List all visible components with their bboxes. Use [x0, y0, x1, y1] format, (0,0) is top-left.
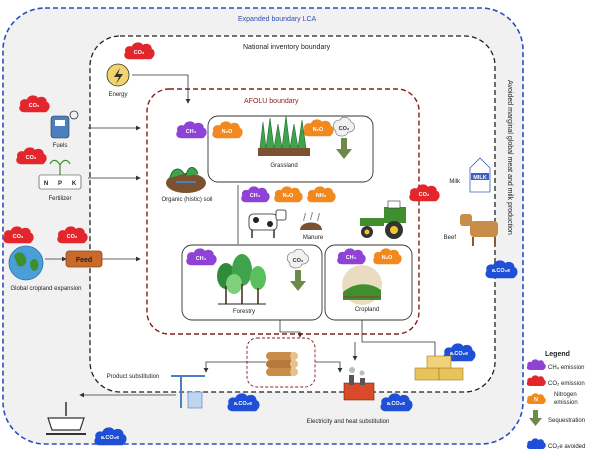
straw-bales-icon	[414, 355, 464, 381]
wood-to-power-arrow	[315, 361, 343, 373]
electricity-heat-label: Electricity and heat substitution	[307, 419, 390, 425]
cropland-label: Cropland	[355, 307, 379, 313]
co2-label: CO₂	[13, 234, 24, 240]
sequestration-icon-forestry: CO₂	[286, 248, 309, 291]
ch4-label: CH₄	[250, 193, 261, 199]
n2o-label: N₂O	[382, 255, 393, 261]
sequestration-icon-grassland: CO₂	[332, 116, 355, 159]
energy-icon	[106, 63, 130, 87]
co2-label: CO₂	[26, 155, 37, 161]
product-substitution-label: Product substitution	[107, 374, 160, 380]
co2-label: CO₂	[134, 50, 145, 56]
legend-ch4-swatch	[526, 359, 546, 370]
co2-label: CO₂	[67, 234, 78, 240]
milk-carton-label: MILK	[473, 175, 486, 181]
steel-beams-icon	[46, 402, 86, 435]
nh3-label: NH₃	[316, 193, 327, 199]
fertilizer-label: Fertilizer	[48, 196, 71, 202]
milk-icon	[469, 157, 491, 193]
cropland-icon	[342, 265, 382, 305]
ch4-label: CH₄	[186, 129, 197, 135]
beef-label: Beef	[444, 235, 457, 241]
energy-arrow	[132, 74, 191, 104]
legend-sequestration-swatch	[529, 410, 542, 426]
cow-icon	[248, 209, 287, 238]
afolu-boundary-label: AFOLU boundary	[244, 98, 299, 105]
tractor-icon	[360, 200, 406, 239]
power-plant-icon	[343, 367, 375, 401]
co2e-avoided-label: a.CO₂e	[492, 268, 510, 274]
legend-title: Legend	[545, 351, 570, 358]
co2e-avoided-label: a.CO₂e	[234, 401, 252, 407]
expanded-boundary-label: Expanded boundary LCA	[238, 16, 317, 23]
co2e-avoided-label: a.CO₂e	[450, 351, 468, 357]
fertilizer-letter-n: N	[44, 181, 48, 187]
cropland-to-straw-arrow	[361, 320, 438, 366]
forestry-label: Forestry	[233, 309, 255, 315]
ch4-label: CH₄	[346, 255, 357, 261]
feed-label: Feed	[76, 257, 92, 264]
organic-soil-icon	[166, 167, 206, 193]
legend-co2-swatch	[526, 375, 546, 386]
manure-label: Manure	[303, 235, 324, 241]
beef-cow-icon	[460, 214, 498, 246]
legend-nitrogen-swatch-label: N	[534, 397, 538, 403]
grassland-label: Grassland	[270, 163, 297, 169]
fuels-label: Fuels	[53, 143, 68, 149]
grassland-icon	[258, 115, 310, 156]
n2o-label: N₂O	[313, 127, 324, 133]
wood-to-products-arrow	[203, 361, 266, 373]
legend-co2e-avoided-label: CO₂e avoided	[548, 444, 585, 450]
co2-label: CO₂	[339, 126, 350, 132]
co2-label: CO₂	[293, 258, 304, 264]
milk-label: Milk	[449, 179, 461, 185]
forestry-to-wood-arrow	[279, 320, 303, 338]
globe-icon	[8, 245, 44, 281]
legend-sequestration-label: Sequestration	[548, 418, 585, 424]
forest-icon	[217, 254, 266, 305]
legend-co2-label: CO₂ emission	[548, 381, 585, 387]
co2e-avoided-label: a.CO₂e	[101, 435, 119, 441]
legend-co2e-avoided-swatch	[526, 438, 546, 449]
energy-label: Energy	[108, 92, 127, 98]
legend-ch4-label: CH₄ emission	[548, 365, 584, 371]
fertilizer-icon	[38, 159, 82, 190]
co2e-avoided-label: a.CO₂e	[387, 401, 405, 407]
legend-nitrogen-label-2: emission	[554, 400, 578, 406]
n2o-label: N₂O	[222, 129, 233, 135]
legend-nitrogen-label-1: Nitrogen	[554, 392, 577, 398]
co2-label: CO₂	[29, 103, 40, 109]
wood-logs-icon	[266, 352, 298, 376]
manure-icon	[300, 211, 322, 230]
national-boundary-label: National inventory boundary	[243, 44, 331, 51]
avoided-boundary-label: Avoided marginal global meat and milk pr…	[506, 80, 513, 235]
feed-box	[65, 250, 103, 268]
ch4-label: CH₄	[196, 256, 207, 262]
fuels-icon	[50, 110, 79, 139]
crane-building-icon	[171, 375, 205, 409]
fertilizer-letter-p: P	[58, 181, 62, 187]
co2-label: CO₂	[419, 192, 430, 198]
global-cropland-label: Global cropland expansion	[10, 286, 81, 292]
n2o-label: N₂O	[283, 193, 294, 199]
organic-soil-label: Organic (histic) soil	[161, 197, 212, 203]
fertilizer-letter-k: K	[72, 181, 77, 187]
